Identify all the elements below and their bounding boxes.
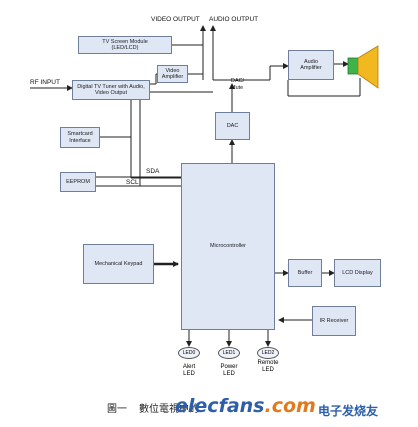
watermark-text-c: .com bbox=[264, 395, 316, 417]
digital-tv-tuner-block: Digital TV Tuner with Audio, Video Outpu… bbox=[72, 80, 150, 100]
led2-caption: Remote LED bbox=[257, 360, 279, 374]
led1-caption: Power LED bbox=[220, 364, 238, 378]
microcontroller-block: Microcontroller bbox=[181, 163, 275, 330]
lcd-display-block: LCD Display bbox=[334, 259, 381, 287]
figure-number: 圖一 bbox=[107, 404, 127, 415]
audio-amplifier-block: Audio Amplifier bbox=[288, 50, 334, 80]
led2-indicator: LED2 bbox=[257, 347, 279, 359]
dac-block: DAC bbox=[215, 112, 250, 140]
figure-title: 數位電視中的 bbox=[139, 404, 199, 415]
buffer-block: Buffer bbox=[288, 259, 322, 287]
tv-screen-module-block: TV Screen Module (LED/LCD) bbox=[78, 36, 172, 54]
led0-indicator: LED0 bbox=[178, 347, 200, 359]
video-amplifier-block: Video Amplifier bbox=[157, 65, 188, 83]
eeprom-block: EEPROM bbox=[60, 172, 96, 192]
watermark-text-b: fans bbox=[218, 395, 265, 417]
mechanical-keypad-block: Mechanical Keypad bbox=[83, 244, 154, 284]
sda-label: SDA bbox=[146, 168, 160, 175]
rf-input-label: RF INPUT bbox=[30, 79, 60, 86]
smartcard-interface-block: Smartcard Interface bbox=[60, 127, 100, 148]
scl-label: SCL bbox=[126, 179, 139, 186]
dac-mute-label: DAC/ Mute bbox=[231, 78, 245, 91]
ir-receiver-block: IR Receiver bbox=[312, 306, 356, 336]
audio-output-label: AUDIO OUTPUT bbox=[209, 16, 259, 23]
speaker-cone bbox=[357, 45, 379, 89]
watermark-text-a: elec bbox=[175, 395, 219, 417]
speaker-magnet bbox=[347, 57, 359, 75]
video-output-label: VIDEO OUTPUT bbox=[151, 16, 200, 23]
watermark-chinese: 电子发烧友 bbox=[318, 404, 379, 418]
led0-caption: Alert LED bbox=[182, 364, 196, 378]
figure-caption: 圖一 數位電視中的 bbox=[107, 400, 199, 415]
led1-indicator: LED1 bbox=[218, 347, 240, 359]
watermark-logo: elecfans.com bbox=[175, 395, 316, 417]
